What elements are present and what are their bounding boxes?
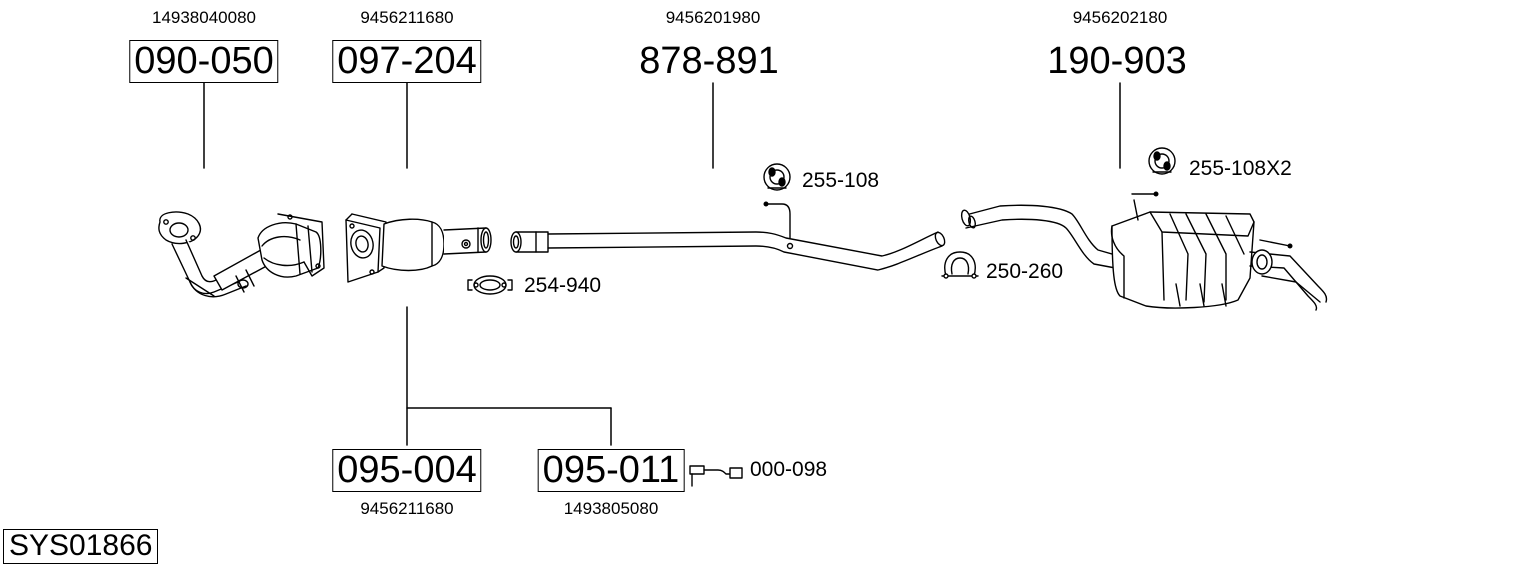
accessory-number[interactable]: 254-940 [524, 274, 602, 297]
oem-number: 14938040080 [151, 8, 257, 27]
accessory-number[interactable]: 250-260 [986, 260, 1064, 283]
u-clamp-icon [941, 251, 979, 279]
rubber-hanger-icon [763, 163, 791, 191]
clamp-icon [467, 275, 513, 295]
accessory-number[interactable]: 000-098 [750, 458, 828, 481]
lambda-sensor-icon [689, 465, 743, 487]
accessory-number[interactable]: 255-108 [802, 169, 880, 192]
part-number-box[interactable]: 097-204 [332, 40, 482, 83]
leader-lines [203, 80, 1121, 446]
part-number-box[interactable]: 090-050 [129, 40, 279, 83]
catalyst-drawing [345, 213, 492, 283]
oem-number: 1493805080 [563, 499, 659, 518]
oem-number: 9456202180 [1072, 8, 1168, 27]
rubber-hanger-icon [1148, 147, 1176, 175]
intermediate-pipe-drawing [510, 201, 946, 271]
oem-number: 9456201980 [665, 8, 761, 27]
system-code-box: SYS01866 [3, 529, 159, 564]
part-number-box[interactable]: 095-011 [537, 449, 685, 492]
part-number[interactable]: 190-903 [1047, 40, 1187, 82]
front-pipe-catalyst-drawing [158, 211, 325, 298]
accessory-number[interactable]: 255-108X2 [1189, 157, 1292, 180]
oem-number: 9456211680 [360, 8, 454, 27]
oem-number: 9456211680 [360, 499, 454, 518]
rear-silencer-drawing [960, 191, 1328, 311]
part-number-box[interactable]: 095-004 [332, 449, 482, 492]
part-number[interactable]: 878-891 [639, 40, 779, 82]
